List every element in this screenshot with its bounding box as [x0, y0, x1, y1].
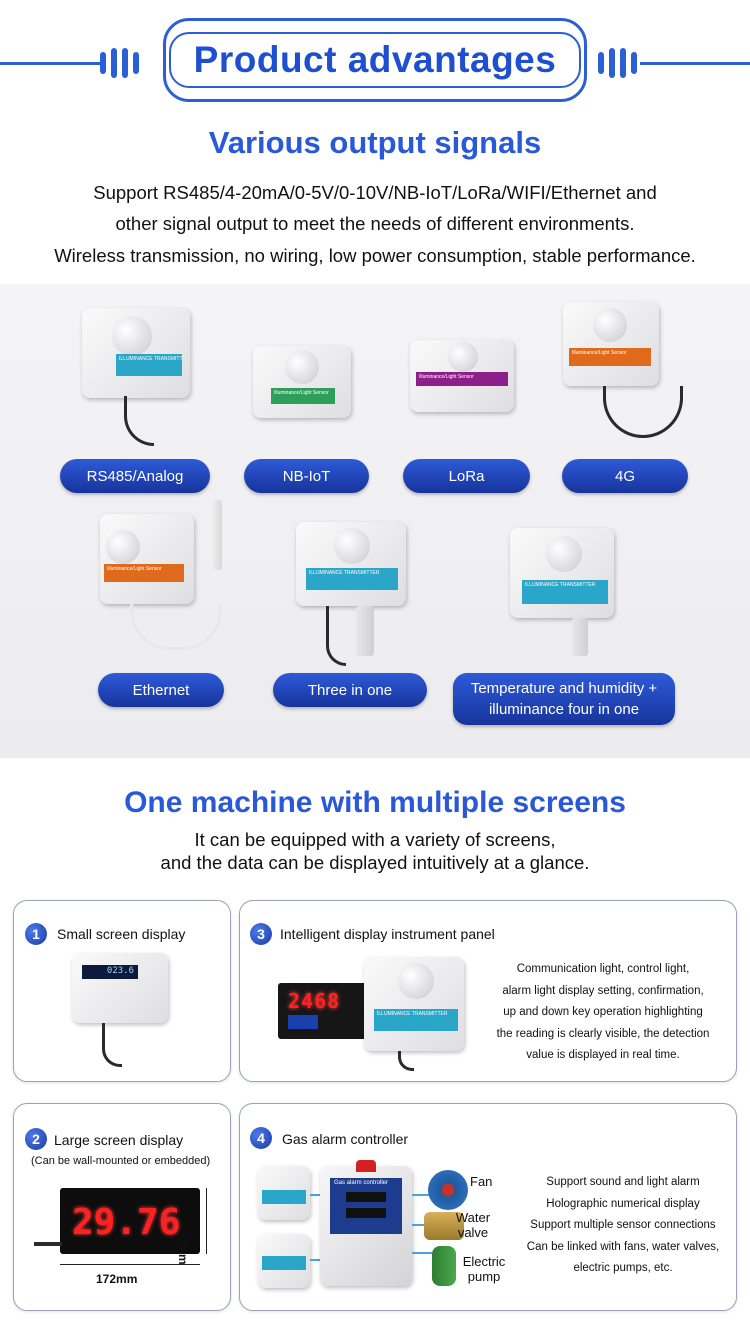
instrument-description: Communication light, control light, alar… [496, 963, 710, 1061]
screens-line-1: It can be equipped with a variety of scr… [194, 829, 556, 850]
output-valve-label: Water valve [455, 1210, 491, 1240]
water-valve-icon [424, 1212, 464, 1240]
card-large-screen: 2 Large screen display (Can be wall-moun… [13, 1103, 231, 1311]
banner-line-right [640, 62, 750, 65]
gas-sensor-bottom-label [262, 1256, 306, 1270]
card-title: Large screen display [54, 1132, 184, 1148]
device-three-in-one: ILLUMINANCE TRANSMITTER [296, 522, 411, 672]
product-tag-4g: 4G [562, 459, 688, 493]
product-tag-lora: LoRa [403, 459, 530, 493]
small-screen-device: 023.6 [72, 953, 172, 1073]
instrument-device-label: ILLUMINANCE TRANSMITTER [374, 1009, 458, 1031]
card-note: (Can be wall-mounted or embedded) [31, 1155, 211, 1167]
instrument-device: ILLUMINANCE TRANSMITTER [364, 953, 464, 1073]
banner-outer-frame [163, 18, 587, 102]
instrument-panel-readout: 2468 [288, 989, 341, 1013]
product-tag-ethernet: Ethernet [98, 673, 224, 707]
large-led-readout: 29.76 [72, 1202, 181, 1243]
electric-pump-icon [432, 1246, 456, 1286]
device-label-nbiot: Illuminance/Light Sensor [271, 388, 335, 404]
device-label-rs485: ILLUMINANCE TRANSMITTER [116, 354, 182, 376]
device-rs485: ILLUMINANCE TRANSMITTER [82, 308, 192, 448]
device-label-three-in-one: ILLUMINANCE TRANSMITTER [306, 568, 398, 590]
product-tag-three-in-one: Three in one [273, 673, 427, 707]
output-pump-label: Electric pump [462, 1254, 506, 1284]
width-dimension-line [60, 1264, 200, 1265]
instrument-panel: 2468 [278, 983, 374, 1039]
device-nbiot: Illuminance/Light Sensor [253, 340, 353, 425]
card-number: 1 [25, 923, 47, 945]
output-fan-label: Fan [470, 1174, 493, 1189]
outputs-line-1: Support RS485/4-20mA/0-5V/0-10V/NB-IoT/L… [93, 182, 657, 203]
card-number: 4 [250, 1127, 272, 1149]
device-label-ethernet: Illuminance/Light Sensor [104, 564, 184, 582]
screens-line-2: and the data can be displayed intuitivel… [160, 852, 590, 873]
device-label-four-in-one: ILLUMINANCE TRANSMITTER [522, 580, 608, 604]
device-label-4g: Illuminance/Light Sensor [569, 348, 651, 366]
header-banner: Product advantages [0, 18, 750, 110]
product-tag-rs485: RS485/Analog [60, 459, 210, 493]
device-4g: Illuminance/Light Sensor [563, 302, 693, 442]
gas-alarm-description: Support sound and light alarm Holographi… [526, 1176, 720, 1274]
card-small-screen: 1 Small screen display 023.6 [13, 900, 231, 1082]
card-number: 3 [250, 923, 272, 945]
device-ethernet: Illuminance/Light Sensor [100, 500, 250, 660]
card-title: Intelligent display instrument panel [280, 926, 495, 942]
height-dimension-label: 93mm [176, 1230, 190, 1265]
width-dimension-label: 172mm [96, 1272, 138, 1286]
product-tag-four-in-one: Temperature and humidity + illuminance f… [453, 673, 675, 725]
outputs-line-2: other signal output to meet the needs of… [115, 213, 635, 234]
alarm-light-icon [356, 1160, 376, 1172]
controller-panel: Gas alarm controller [330, 1178, 402, 1234]
banner-bars-right [598, 48, 637, 78]
outputs-line-3: Wireless transmission, no wiring, low po… [54, 245, 696, 266]
small-screen-lcd: 023.6 [82, 965, 138, 979]
device-four-in-one: ILLUMINANCE TRANSMITTER [510, 528, 620, 658]
device-label-lora: Illuminance/Light Sensor [416, 372, 508, 386]
banner-line-left [0, 62, 100, 65]
large-led-screen: 29.76 [60, 1188, 200, 1254]
banner-title: Product advantages [169, 32, 581, 88]
card-instrument-panel: 3 Intelligent display instrument panel 2… [239, 900, 737, 1082]
height-dimension-line [206, 1188, 207, 1254]
card-gas-alarm: 4 Gas alarm controller Gas alarm control… [239, 1103, 737, 1311]
gas-sensor-top-label [262, 1190, 306, 1204]
card-title: Gas alarm controller [282, 1131, 409, 1147]
device-lora: Illuminance/Light Sensor [410, 336, 520, 416]
card-number: 2 [25, 1128, 47, 1150]
card-title: Small screen display [57, 926, 186, 942]
product-tag-nbiot: NB-IoT [244, 459, 369, 493]
fan-icon [428, 1170, 468, 1210]
section-heading-outputs: Various output signals [208, 125, 542, 160]
banner-bars-left [100, 48, 139, 78]
section-heading-screens: One machine with multiple screens [124, 786, 626, 819]
